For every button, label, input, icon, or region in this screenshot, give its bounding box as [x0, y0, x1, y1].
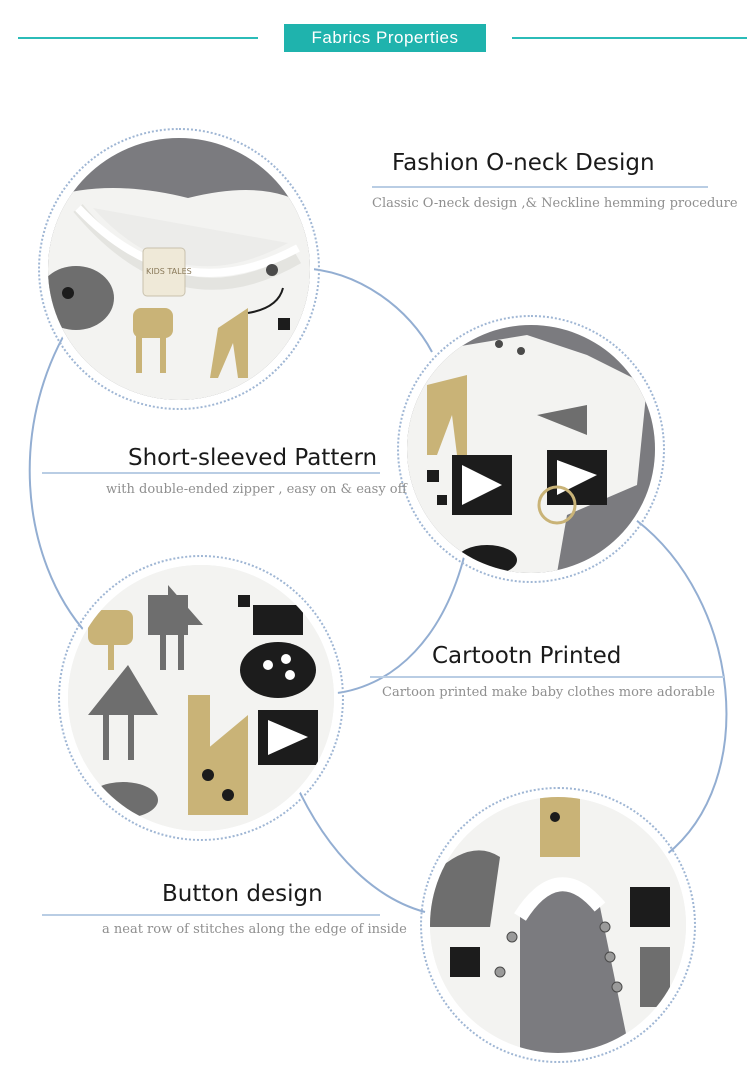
section-badge: Fabrics Properties — [284, 24, 486, 52]
photo-ring-oneck — [38, 128, 320, 410]
feature-subtitle-sleeve: with double-ended zipper , easy on & eas… — [106, 482, 407, 497]
feature-rule-buttons — [42, 914, 380, 916]
photo-ring-buttons — [420, 787, 696, 1063]
feature-rule-oneck — [372, 186, 708, 188]
connector-right-top — [299, 267, 433, 353]
header-line-left — [18, 37, 258, 39]
tag-label: KIDS TALES — [146, 267, 192, 276]
connector-mid — [327, 529, 471, 695]
connector-left-bottom — [293, 779, 426, 913]
photo-print — [68, 565, 334, 831]
feature-title-print: Cartootn Printed — [432, 643, 622, 669]
feature-title-oneck: Fashion O-neck Design — [392, 150, 655, 176]
feature-rule-sleeve — [42, 472, 380, 474]
feature-title-buttons: Button design — [162, 881, 323, 907]
photo-ring-print — [58, 555, 344, 841]
header-line-right — [512, 37, 747, 39]
feature-rule-print — [370, 676, 724, 678]
feature-title-sleeve: Short-sleeved Pattern — [128, 445, 378, 471]
photo-ring-sleeve — [397, 315, 665, 583]
photo-sleeve — [407, 325, 655, 573]
feature-subtitle-oneck: Classic O-neck design ,& Neckline hemmin… — [372, 196, 738, 211]
photo-oneck: KIDS TALES — [48, 138, 310, 400]
photo-buttons — [430, 797, 686, 1053]
feature-subtitle-buttons: a neat row of stitches along the edge of… — [102, 922, 407, 937]
feature-subtitle-print: Cartoon printed make baby clothes more a… — [382, 685, 715, 700]
connector-right-bottom — [635, 519, 728, 856]
connector-left-top — [28, 311, 89, 636]
